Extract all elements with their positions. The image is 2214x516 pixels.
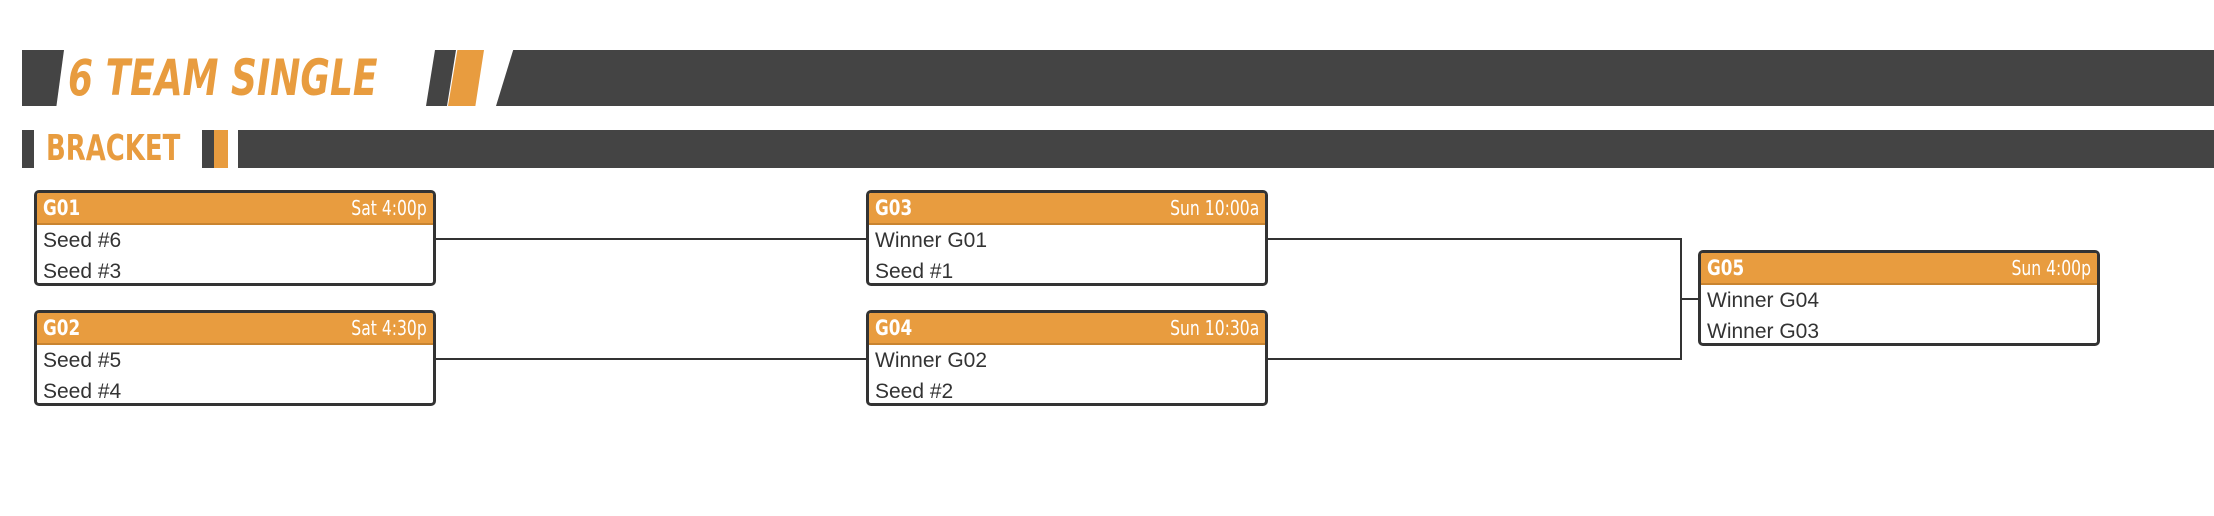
game-header: G04 Sun 10:30a	[869, 313, 1265, 345]
team-slot: Winner G04	[1707, 289, 1820, 312]
game-time: Sat 4:30p	[351, 316, 427, 340]
team-slot: Winner G03	[1707, 320, 1820, 343]
team-slot: Seed #3	[43, 260, 122, 283]
game-id: G02	[43, 316, 81, 340]
title-banner: 6 TEAM SINGLE	[0, 49, 2214, 107]
game-time: Sun 10:00a	[1169, 196, 1259, 220]
page-title: 6 TEAM SINGLE	[68, 49, 378, 107]
team-slot: Winner G02	[875, 349, 988, 372]
game-time: Sat 4:00p	[351, 196, 427, 220]
subtitle-long-bar	[238, 130, 2214, 168]
team-slot: Seed #5	[43, 349, 122, 372]
page-subtitle: BRACKET	[46, 128, 181, 169]
subtitle-stripe-dark	[202, 130, 216, 168]
team-slot: Seed #4	[43, 380, 122, 403]
connector-g03-out	[1268, 238, 1682, 240]
connector-g04-out	[1268, 358, 1682, 360]
team-slot: Seed #1	[875, 260, 954, 283]
team-slot: Winner G01	[875, 229, 988, 252]
title-long-bar	[496, 50, 2214, 106]
game-time: Sun 10:30a	[1169, 316, 1259, 340]
game-header: G05 Sun 4:00p	[1701, 253, 2097, 285]
game-card-g05[interactable]: G05 Sun 4:00p Winner G04 Winner G03	[1698, 250, 2100, 346]
game-card-g03[interactable]: G03 Sun 10:00a Winner G01 Seed #1	[866, 190, 1268, 286]
connector-g02-g04	[436, 358, 866, 360]
connector-to-g05	[1680, 298, 1698, 300]
game-header: G01 Sat 4:00p	[37, 193, 433, 225]
game-card-g04[interactable]: G04 Sun 10:30a Winner G02 Seed #2	[866, 310, 1268, 406]
game-time: Sun 4:00p	[2011, 256, 2091, 280]
game-id: G04	[875, 316, 913, 340]
subtitle-stripe-orange	[214, 130, 228, 168]
game-header: G02 Sat 4:30p	[37, 313, 433, 345]
team-slot: Seed #2	[875, 380, 954, 403]
subtitle-left-block	[22, 130, 34, 168]
game-id: G01	[43, 196, 81, 220]
team-slot: Seed #6	[43, 229, 122, 252]
title-left-block	[22, 50, 64, 106]
subtitle-banner: BRACKET	[0, 128, 2214, 169]
game-id: G05	[1707, 256, 1745, 280]
game-card-g01[interactable]: G01 Sat 4:00p Seed #6 Seed #3	[34, 190, 436, 286]
game-header: G03 Sun 10:00a	[869, 193, 1265, 225]
game-id: G03	[875, 196, 913, 220]
connector-g01-g03	[436, 238, 866, 240]
game-card-g02[interactable]: G02 Sat 4:30p Seed #5 Seed #4	[34, 310, 436, 406]
